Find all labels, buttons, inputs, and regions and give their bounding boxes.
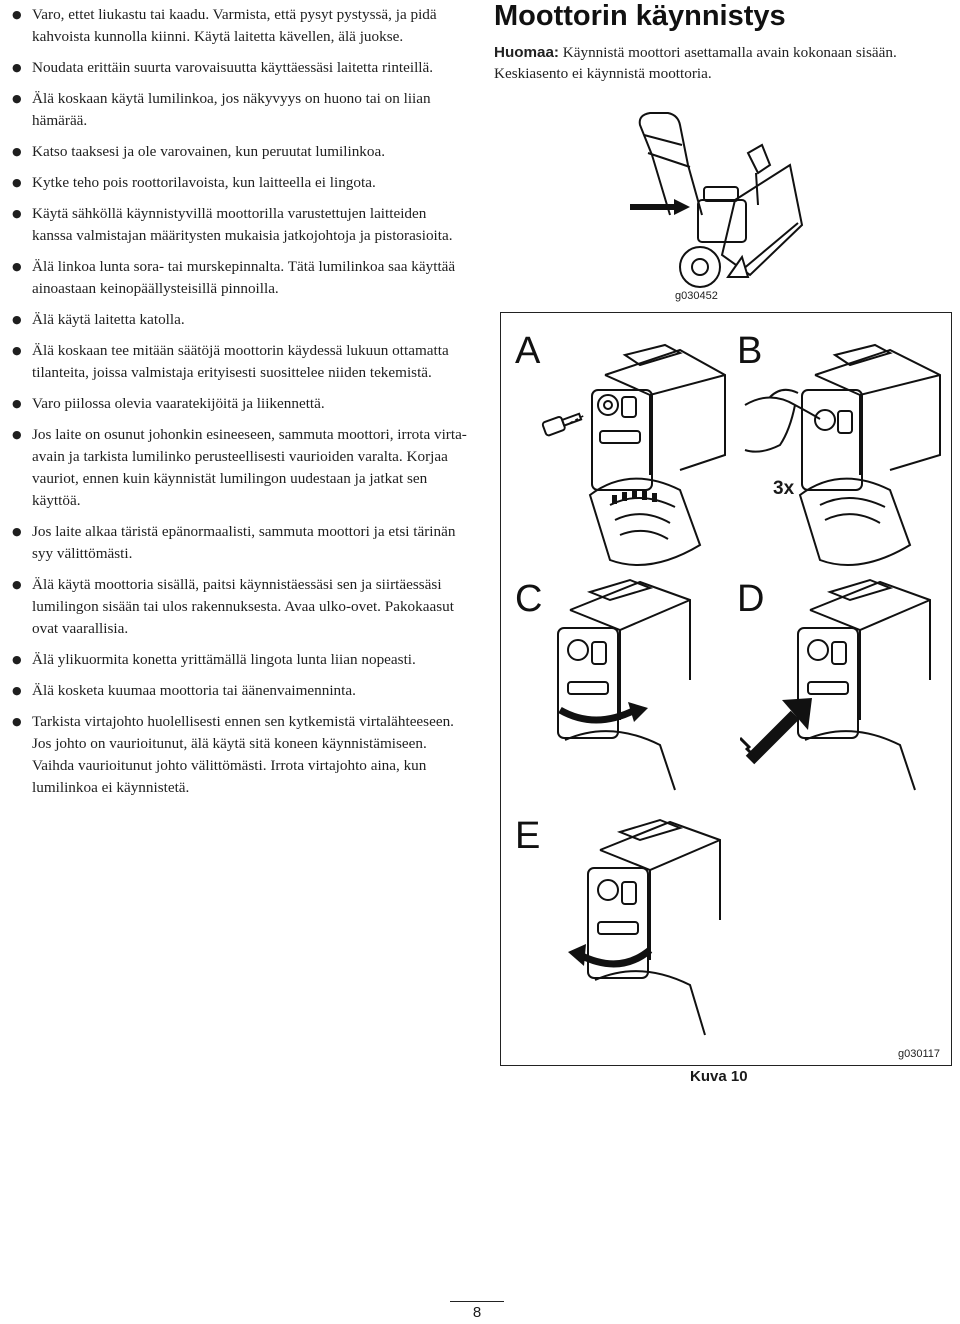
bullet-text: Tarkista virtajohto huolellisesti ennen … [32, 713, 454, 796]
bullet-icon: ● [12, 313, 22, 326]
bullet-text: Älä käytä moottoria sisällä, paitsi käyn… [32, 576, 454, 637]
bullet-text: Katso taaksesi ja ole varovainen, kun pe… [32, 143, 386, 160]
press-count-label: 3x [773, 478, 795, 499]
list-item: ● Älä käytä laitetta katolla. [12, 309, 467, 331]
bullet-text: Jos laite alkaa täristä epänormaalisti, … [32, 523, 456, 562]
section-note: Huomaa: Käynnistä moottori asettamalla a… [494, 42, 950, 84]
bullet-text: Varo, ettet liukastu tai kaadu. Varmista… [32, 6, 437, 45]
bullet-icon: ● [12, 61, 22, 74]
list-item: ● Katso taaksesi ja ole varovainen, kun p… [12, 141, 467, 163]
list-item: ● Varo piilossa olevia vaaratekijöitä ja … [12, 393, 467, 415]
choke-off-illustration [568, 818, 721, 1036]
bullet-icon: ● [12, 145, 22, 158]
panel-label-e: E [515, 815, 541, 857]
panel-label-d: D [737, 578, 765, 620]
engine-key-insert-illustration [541, 343, 726, 566]
bullet-icon: ● [12, 653, 22, 666]
list-item: ● Älä koskaan käytä lumilinkoa, jos näkyv… [12, 88, 467, 132]
bullet-icon: ● [12, 176, 22, 189]
snowblower-illustration [630, 112, 804, 288]
bullet-icon: ● [12, 525, 22, 538]
list-item: ● Kytke teho pois roottorilavoista, kun l… [12, 172, 467, 194]
bullet-icon: ● [12, 715, 22, 728]
page-number-rule [450, 1301, 504, 1302]
bullet-text: Älä ylikuormita konetta yrittämällä ling… [32, 651, 416, 668]
bullet-icon: ● [12, 428, 22, 441]
note-text: Käynnistä moottori asettamalla avain kok… [494, 44, 897, 82]
bullet-text: Noudata erittäin suurta varovaisuutta kä… [32, 59, 434, 76]
note-label: Huomaa: [494, 44, 559, 61]
bullet-text: Älä kosketa kuumaa moottoria tai äänenva… [32, 682, 356, 699]
bullet-text: Varo piilossa olevia vaaratekijöitä ja l… [32, 395, 325, 412]
list-item: ● Älä ylikuormita konetta yrittämällä lin… [12, 649, 467, 671]
bullet-text: Käytä sähköllä käynnistyvillä moottorill… [32, 205, 453, 244]
bullet-text: Älä koskaan tee mitään säätöjä moottorin… [32, 342, 449, 381]
panel-label-a: A [515, 330, 541, 372]
bullet-icon: ● [12, 8, 22, 21]
figure-code-top: g030452 [675, 290, 718, 302]
panel-label-b: B [737, 330, 763, 372]
list-item: ● Älä linkoa lunta sora- tai murskepinnal… [12, 256, 467, 300]
start-button-illustration [740, 578, 931, 791]
primer-press-illustration [744, 343, 941, 566]
bullet-text: Jos laite on osunut johonkin esineeseen,… [32, 426, 467, 509]
bullet-icon: ● [12, 578, 22, 591]
bullet-icon: ● [12, 397, 22, 410]
choke-setting-illustration [557, 578, 691, 791]
list-item: ● Älä koskaan tee mitään säätöjä moottori… [12, 340, 467, 384]
safety-bullet-list: ● Varo, ettet liukastu tai kaadu. Varmist… [12, 4, 467, 808]
bullet-text: Älä käytä laitetta katolla. [32, 311, 185, 328]
bullet-text: Älä linkoa lunta sora- tai murskepinnalt… [32, 258, 456, 297]
list-item: ● Jos laite on osunut johonkin esineeseen… [12, 424, 467, 512]
bullet-icon: ● [12, 344, 22, 357]
bullet-icon: ● [12, 260, 22, 273]
figure-code-main: g030117 [898, 1048, 941, 1060]
page-number: 8 [472, 1304, 482, 1321]
bullet-icon: ● [12, 684, 22, 697]
list-item: ● Varo, ettet liukastu tai kaadu. Varmist… [12, 4, 467, 48]
list-item: ● Jos laite alkaa täristä epänormaalisti,… [12, 521, 467, 565]
bullet-icon: ● [12, 207, 22, 220]
start-engine-section: Moottorin käynnistys Huomaa: Käynnistä m… [494, 0, 950, 84]
bullet-text: Älä koskaan käytä lumilinkoa, jos näkyvy… [32, 90, 431, 129]
list-item: ● Noudata erittäin suurta varovaisuutta k… [12, 57, 467, 79]
list-item: ● Älä käytä moottoria sisällä, paitsi käy… [12, 574, 467, 640]
figure-10-frame [500, 312, 952, 1066]
panel-label-c: C [515, 578, 543, 620]
figure-caption: Kuva 10 [690, 1068, 748, 1085]
list-item: ● Tarkista virtajohto huolellisesti ennen… [12, 711, 467, 799]
list-item: ● Käytä sähköllä käynnistyvillä moottoril… [12, 203, 467, 247]
bullet-icon: ● [12, 92, 22, 105]
bullet-text: Kytke teho pois roottorilavoista, kun la… [32, 174, 376, 191]
list-item: ● Älä kosketa kuumaa moottoria tai äänenv… [12, 680, 467, 702]
section-title: Moottorin käynnistys [494, 0, 786, 32]
